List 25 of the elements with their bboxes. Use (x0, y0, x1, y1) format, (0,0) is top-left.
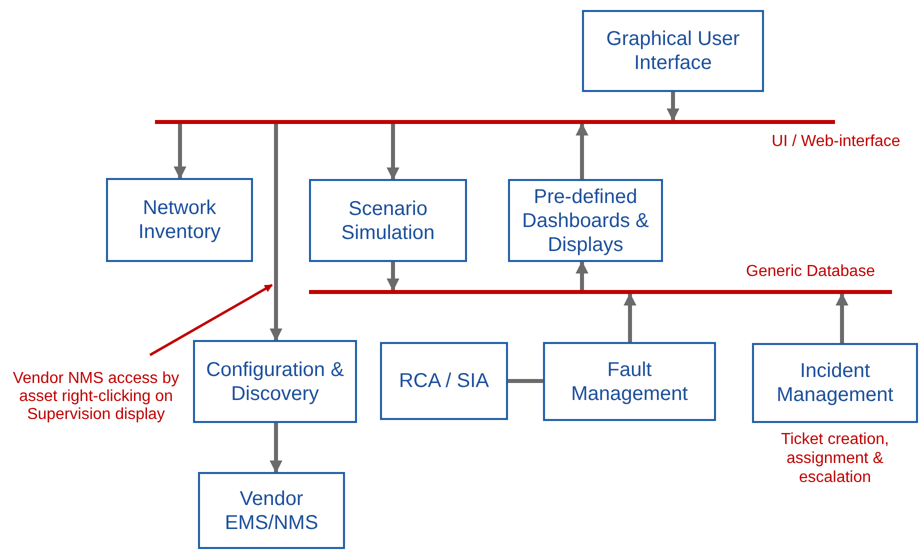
bus-label: UI / Web-interface (770, 132, 902, 151)
component-box: Graphical User Interface (582, 10, 764, 92)
component-box: Configuration & Discovery (193, 340, 357, 423)
arrow (836, 292, 848, 343)
arrow (666, 92, 680, 122)
component-box: Pre-defined Dashboards & Displays (508, 179, 663, 262)
component-box: RCA / SIA (380, 342, 508, 420)
arrow (174, 124, 186, 180)
arrow (386, 124, 400, 180)
arrow (386, 262, 400, 292)
note-text: Ticket creation, assignment & escalation (780, 430, 890, 487)
component-box: Vendor EMS/NMS (198, 472, 345, 549)
annotation-text: Vendor NMS access by asset right-clicking on Supervision display (6, 355, 186, 439)
arrow (624, 292, 636, 342)
component-box: Fault Management (543, 342, 716, 421)
component-box: Scenario Simulation (309, 179, 467, 262)
connector-line (508, 379, 543, 383)
bus-label: Generic Database (745, 262, 876, 281)
arrow (270, 423, 282, 474)
arrow (576, 122, 588, 179)
arrow (149, 284, 273, 356)
arrow (270, 124, 282, 342)
arrow (576, 260, 588, 290)
component-box: Incident Management (752, 343, 918, 423)
component-box: Network Inventory (106, 178, 253, 262)
